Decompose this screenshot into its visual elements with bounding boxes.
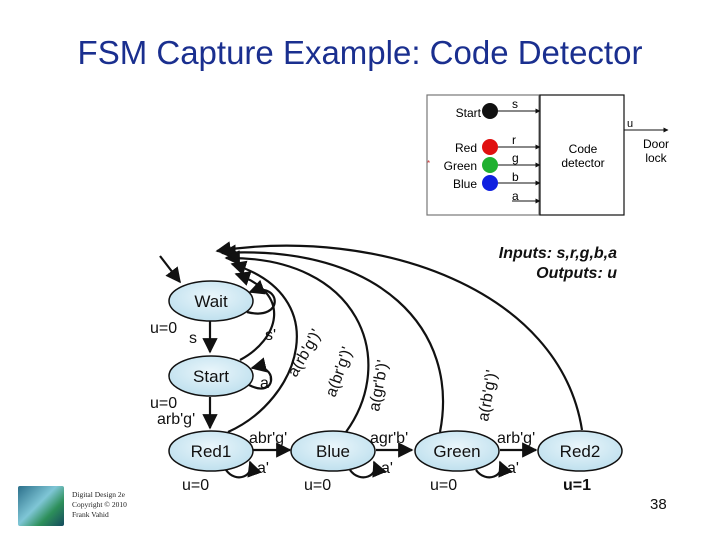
start-button-icon[interactable] xyxy=(482,103,498,119)
state-start-name: Start xyxy=(193,367,229,386)
state-red2-name: Red2 xyxy=(560,442,601,461)
page-number: 38 xyxy=(650,496,667,513)
red1-output: u=0 xyxy=(182,477,209,494)
signal-s-label: s xyxy=(512,97,518,111)
state-green-name: Green xyxy=(433,442,480,461)
wait-output: u=0 xyxy=(150,320,177,337)
green-button-label: Green xyxy=(444,159,477,173)
detector-label-line2: detector xyxy=(561,156,604,170)
state-blue-name: Blue xyxy=(316,442,350,461)
state-wait-name: Wait xyxy=(194,292,228,311)
state-blue: Blue xyxy=(290,430,376,472)
label-blue-to-green: agr'b' xyxy=(370,430,408,447)
sensor-mark-icon: * xyxy=(427,159,430,168)
code-detector-box xyxy=(539,94,625,216)
signal-b-label: b xyxy=(512,170,519,184)
publisher-logo-icon xyxy=(18,486,64,526)
start-button-label: Start xyxy=(456,106,482,120)
footer-line-2: Copyright © 2010 xyxy=(72,500,127,509)
door-label-line2: lock xyxy=(645,151,667,165)
blue-button-icon[interactable] xyxy=(482,175,498,191)
label-green-to-wait: a(rb'g')' xyxy=(475,369,501,423)
label-start-self: a' xyxy=(260,375,272,392)
transition-edges xyxy=(159,241,584,479)
label-wait-to-start: s xyxy=(189,330,197,347)
state-red1-name: Red1 xyxy=(191,442,232,461)
label-red1-to-wait: a(br'g')' xyxy=(323,345,357,400)
signal-g-label: g xyxy=(512,151,519,165)
label-blue-to-wait: a(gr'b')' xyxy=(366,359,392,413)
state-start: Start xyxy=(168,355,254,397)
detector-label-line1: Code xyxy=(569,142,598,156)
blue-button-label: Blue xyxy=(453,177,477,191)
red-button-label: Red xyxy=(455,141,477,155)
door-label-line1: Door xyxy=(643,137,669,151)
signal-u-label: u xyxy=(627,118,633,130)
label-blue-self: a' xyxy=(381,460,393,477)
state-red1: Red1 xyxy=(168,430,254,472)
label-start-to-red1: arb'g' xyxy=(157,411,195,428)
footer-line-1: Digital Design 2e xyxy=(72,490,125,499)
signal-r-label: r xyxy=(512,133,516,147)
state-red2: Red2 xyxy=(537,430,623,472)
footer-credits: Digital Design 2e Copyright © 2010 Frank… xyxy=(72,490,127,520)
state-wait: Wait xyxy=(168,280,254,322)
label-green-to-red2: arb'g' xyxy=(497,430,535,447)
label-wait-self: s' xyxy=(265,327,276,344)
green-button-icon[interactable] xyxy=(482,157,498,173)
label-red1-to-blue: abr'g' xyxy=(249,430,287,447)
green-output: u=0 xyxy=(430,477,457,494)
label-start-to-wait: a(rb'g')' xyxy=(285,327,326,380)
slide-title: FSM Capture Example: Code Detector xyxy=(77,34,643,71)
blue-output: u=0 xyxy=(304,477,331,494)
outputs-label: Outputs: u xyxy=(536,265,617,282)
inputs-label: Inputs: s,r,g,b,a xyxy=(499,245,617,262)
footer-line-3: Frank Vahid xyxy=(72,510,109,519)
button-panel xyxy=(426,94,540,216)
red2-output: u=1 xyxy=(563,477,591,494)
start-output: u=0 xyxy=(150,395,177,412)
label-red1-self: a' xyxy=(257,460,269,477)
red-button-icon[interactable] xyxy=(482,139,498,155)
state-green: Green xyxy=(414,430,500,472)
signal-a-label: a xyxy=(512,189,519,203)
block-diagram: Start Red Green Blue * s r g b a Code de… xyxy=(426,94,669,216)
label-green-self: a' xyxy=(507,460,519,477)
